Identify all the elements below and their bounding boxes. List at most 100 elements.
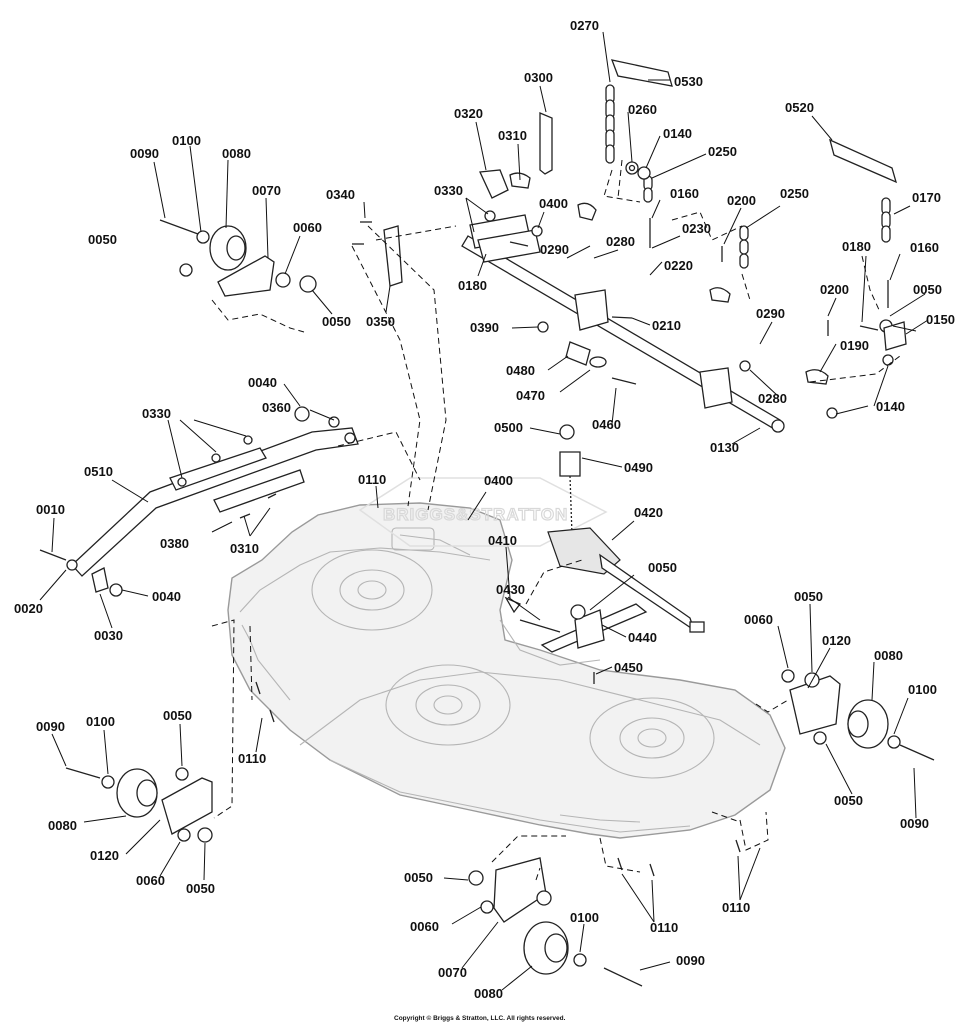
part-label: 0350 — [366, 314, 395, 329]
part-label: 0050 — [88, 232, 117, 247]
part-label: 0430 — [496, 582, 525, 597]
part-label: 0300 — [524, 70, 553, 85]
part-label: 0020 — [14, 601, 43, 616]
part-label: 0070 — [438, 965, 467, 980]
part-label: 0110 — [238, 751, 266, 766]
part-label: 0220 — [664, 258, 693, 273]
part-label: 0050 — [404, 870, 433, 885]
part-label: 0050 — [794, 589, 823, 604]
part-label: 0150 — [926, 312, 955, 327]
part-label: 0400 — [484, 473, 513, 488]
part-label: 0310 — [230, 541, 259, 556]
part-label: 0040 — [152, 589, 181, 604]
part-label: 0320 — [454, 106, 483, 121]
part-label: 0250 — [708, 144, 737, 159]
left-lift-arm-assembly — [39, 406, 359, 597]
part-label: 0050 — [834, 793, 863, 808]
part-label: 0120 — [90, 848, 119, 863]
part-label: 0090 — [36, 719, 65, 734]
part-label: 0100 — [172, 133, 201, 148]
part-label: 0200 — [820, 282, 849, 297]
part-label: 0440 — [628, 630, 657, 645]
mower-deck — [227, 502, 786, 839]
part-label: 0400 — [539, 196, 568, 211]
part-label: 0230 — [682, 221, 711, 236]
part-label: 0280 — [758, 391, 787, 406]
part-label: 0490 — [624, 460, 653, 475]
part-label: 0180 — [842, 239, 871, 254]
part-label: 0050 — [322, 314, 351, 329]
part-label: 0040 — [248, 375, 277, 390]
part-label: 0260 — [628, 102, 657, 117]
copyright-notice: Copyright © Briggs & Stratton, LLC. All … — [394, 1014, 566, 1022]
part-label: 0200 — [727, 193, 756, 208]
upper-left-anti-scalp-wheel — [159, 219, 317, 297]
part-label: 0340 — [326, 187, 355, 202]
part-label: 0140 — [663, 126, 692, 141]
part-label: 0090 — [900, 816, 929, 831]
watermark-text: BRIGGS&STRATTON — [383, 505, 568, 524]
part-label: 0210 — [652, 318, 681, 333]
part-label: 0530 — [674, 74, 703, 89]
part-label: 0250 — [780, 186, 809, 201]
leader-lines — [39, 31, 929, 991]
lift-linkage-assembly — [352, 59, 907, 433]
part-label: 0080 — [874, 648, 903, 663]
part-label: 0310 — [498, 128, 527, 143]
part-label: 0290 — [540, 242, 569, 257]
part-label: 0140 — [876, 399, 905, 414]
part-label: 0050 — [648, 560, 677, 575]
part-label: 0330 — [142, 406, 171, 421]
part-label: 0090 — [130, 146, 159, 161]
part-label: 0160 — [670, 186, 699, 201]
part-label: 0070 — [252, 183, 281, 198]
part-number-labels: 0270 0530 0300 0260 0140 0250 0320 0310 … — [14, 18, 955, 1001]
part-label: 0100 — [570, 910, 599, 925]
part-label: 0060 — [410, 919, 439, 934]
part-label: 0060 — [136, 873, 165, 888]
part-label: 0110 — [358, 472, 386, 487]
chain-0270 — [605, 84, 615, 164]
part-label: 0010 — [36, 502, 65, 517]
part-label: 0520 — [785, 100, 814, 115]
part-label: 0050 — [186, 881, 215, 896]
lower-left-anti-scalp-wheel — [65, 681, 275, 843]
part-label: 0420 — [634, 505, 663, 520]
assembly-dashed-lines — [211, 159, 901, 881]
part-label: 0270 — [570, 18, 599, 33]
part-label: 0030 — [94, 628, 123, 643]
part-label: 0360 — [262, 400, 291, 415]
part-label: 0460 — [592, 417, 621, 432]
part-label: 0090 — [676, 953, 705, 968]
part-label: 0160 — [910, 240, 939, 255]
part-label: 0330 — [434, 183, 463, 198]
part-label: 0130 — [710, 440, 739, 455]
part-label: 0380 — [160, 536, 189, 551]
part-label: 0510 — [84, 464, 113, 479]
part-label: 0450 — [614, 660, 643, 675]
part-label: 0170 — [912, 190, 941, 205]
part-label: 0080 — [48, 818, 77, 833]
part-label: 0100 — [908, 682, 937, 697]
part-label: 0100 — [86, 714, 115, 729]
part-label: 0390 — [470, 320, 499, 335]
part-label: 0050 — [163, 708, 192, 723]
part-label: 0290 — [756, 306, 785, 321]
part-label: 0110 — [722, 900, 750, 915]
bottom-anti-scalp-wheel — [468, 857, 655, 987]
part-label: 0050 — [913, 282, 942, 297]
part-label: 0500 — [494, 420, 523, 435]
part-label: 0060 — [744, 612, 773, 627]
part-label: 0190 — [840, 338, 869, 353]
part-label: 0080 — [474, 986, 503, 1001]
part-label: 0470 — [516, 388, 545, 403]
part-label: 0120 — [822, 633, 851, 648]
part-label: 0280 — [606, 234, 635, 249]
part-label: 0410 — [488, 533, 517, 548]
part-label: 0080 — [222, 146, 251, 161]
brand-watermark: BRIGGS&STRATTON — [358, 477, 608, 547]
part-label: 0060 — [293, 220, 322, 235]
electric-lift-actuator — [504, 424, 705, 684]
part-label: 0180 — [458, 278, 487, 293]
right-anti-scalp-wheel — [735, 669, 935, 853]
